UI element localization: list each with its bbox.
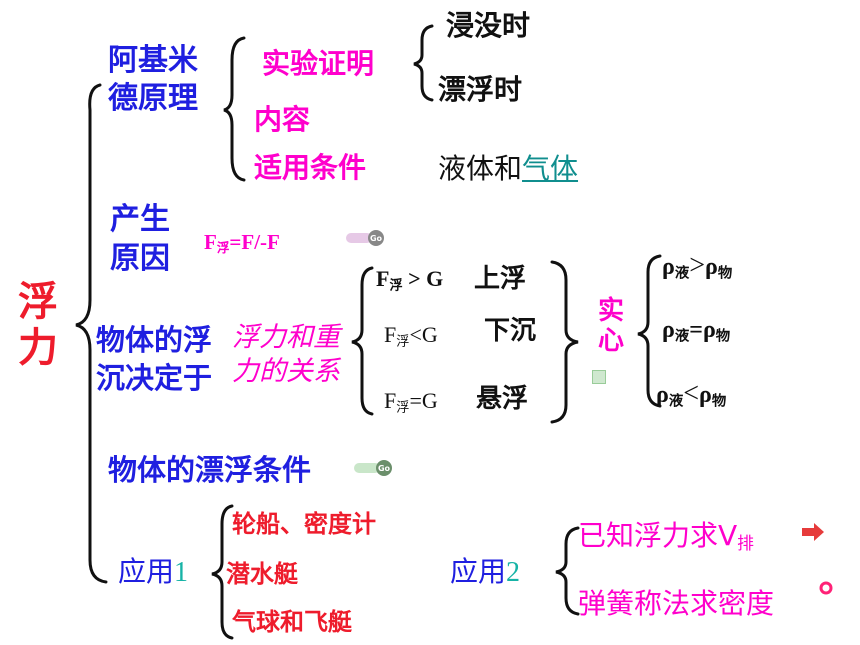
suspend-sub: 浮 — [396, 399, 410, 415]
application1-item-submarine: 潜水艇 — [226, 560, 298, 588]
density-rel-greater: ρ液>ρ物 — [662, 252, 732, 281]
rho-object-2: ρ — [702, 317, 716, 343]
sink-f: F — [384, 322, 397, 347]
application2-title: 应用2 — [450, 558, 520, 587]
rho-liquid-1: ρ — [662, 254, 675, 280]
application2-num: 2 — [506, 557, 521, 588]
object-sub-1: 物 — [717, 265, 733, 282]
object-sub-3: 物 — [711, 393, 727, 410]
liquid-sub-3: 液 — [668, 393, 684, 410]
content-label: 内容 — [254, 103, 311, 136]
condition-value-text: 液体和 — [438, 152, 523, 185]
rise-sub: 浮 — [389, 277, 403, 293]
condition-suspend: F浮=G — [384, 390, 438, 414]
formula-f: F — [204, 230, 217, 254]
gas-link[interactable]: 气体 — [522, 152, 579, 185]
application2-bracket — [555, 526, 580, 616]
go-button-cause[interactable]: Go — [346, 230, 386, 246]
experiment-bracket — [413, 24, 434, 102]
conditions-bracket — [550, 260, 579, 424]
floating-condition-title: 物体的漂浮条件 — [108, 453, 312, 487]
arrow-right-icon[interactable] — [802, 522, 832, 542]
condition-label: 适用条件 — [254, 151, 367, 184]
application2-item-volume: 已知浮力求V排 — [578, 522, 754, 552]
formula-sub: 浮 — [216, 241, 230, 256]
result-rise: 上浮 — [474, 264, 527, 294]
solid-label-line1: 实 — [598, 296, 625, 326]
archimedes-title-line2: 德原理 — [108, 81, 198, 116]
go-button-floating[interactable]: Go — [354, 460, 394, 476]
condition-rise: F浮 > G — [376, 268, 443, 292]
volume-sub: 排 — [737, 533, 754, 554]
sinkfloat-bracket — [351, 266, 374, 416]
application2-item-spring: 弹簧称法求密度 — [578, 587, 775, 620]
cause-title-line2: 原因 — [110, 241, 170, 276]
root-title-line1: 浮 — [18, 279, 58, 325]
application1-item-ship: 轮船、密度计 — [232, 510, 376, 538]
rise-f: F — [376, 266, 390, 291]
root-title-line2: 力 — [18, 325, 58, 371]
rel-2: = — [689, 317, 703, 343]
condition-value: 液体和气体 — [438, 155, 578, 183]
solid-label-line2: 心 — [598, 326, 625, 356]
sinkfloat-title-line2: 沉决定于 — [96, 361, 213, 395]
rel-3: < — [683, 378, 700, 409]
cause-formula: F浮=F/-F — [204, 232, 280, 255]
circle-icon[interactable] — [818, 580, 834, 596]
liquid-sub-1: 液 — [674, 265, 690, 282]
floating-label: 漂浮时 — [438, 73, 523, 106]
immersed-label: 浸没时 — [446, 9, 531, 42]
rho-object-3: ρ — [699, 382, 712, 408]
sink-rel: <G — [409, 322, 438, 347]
archimedes-bracket — [223, 36, 246, 182]
rel-1: > — [689, 250, 706, 281]
volume-text: 已知浮力求V — [578, 519, 738, 552]
result-sink: 下沉 — [484, 316, 537, 346]
condition-sink: F浮<G — [384, 324, 438, 348]
suspend-f: F — [384, 388, 397, 413]
application1-title: 应用1 — [118, 558, 188, 587]
relation-line1: 浮力和重 — [232, 322, 340, 353]
rise-rel: > G — [402, 266, 444, 291]
rho-liquid-3: ρ — [656, 382, 669, 408]
rho-liquid-2: ρ — [662, 317, 675, 343]
sinkfloat-title-line1: 物体的浮 — [96, 323, 213, 357]
density-bracket — [637, 254, 662, 408]
result-suspend: 悬浮 — [476, 384, 529, 414]
application1-item-balloon: 气球和飞艇 — [232, 608, 352, 636]
application2-text: 应用 — [450, 555, 507, 588]
application1-text: 应用 — [118, 555, 175, 588]
liquid-sub-2: 液 — [674, 328, 690, 345]
sink-sub: 浮 — [396, 333, 410, 349]
experiment-label: 实验证明 — [262, 47, 375, 80]
suspend-rel: =G — [409, 388, 438, 413]
go-label-floating: Go — [378, 464, 391, 473]
rho-object-1: ρ — [705, 254, 718, 280]
density-rel-less: ρ液<ρ物 — [656, 380, 726, 409]
main-bracket — [75, 83, 108, 584]
small-square-icon — [592, 370, 606, 384]
object-sub-2: 物 — [715, 328, 731, 345]
go-label-cause: Go — [370, 234, 383, 243]
relation-line2: 力的关系 — [232, 356, 340, 387]
archimedes-title-line1: 阿基米 — [108, 43, 198, 78]
cause-title-line1: 产生 — [110, 202, 170, 237]
formula-rest: =F/-F — [229, 230, 280, 254]
application1-num: 1 — [174, 557, 189, 588]
application1-bracket — [211, 504, 234, 640]
density-rel-equal: ρ液=ρ物 — [662, 318, 730, 344]
